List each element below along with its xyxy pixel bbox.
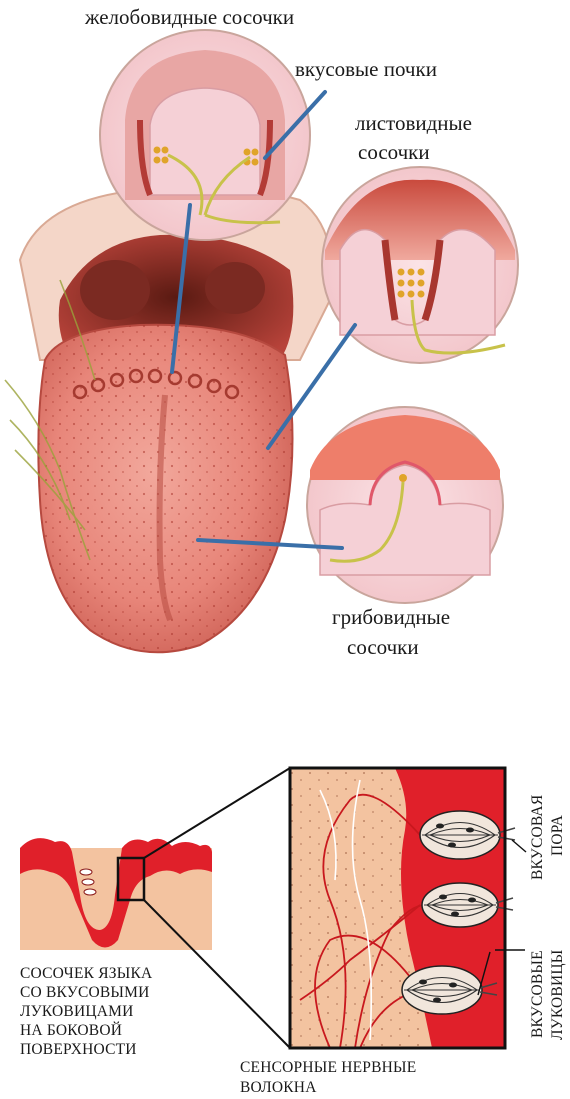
label-taste-pore-line2: ПОРА	[549, 814, 566, 856]
label-nerve-fibers-line2: ВОЛОКНА	[240, 1079, 317, 1096]
papilla-caption: СОСОЧЕК ЯЗЫКА СО ВКУСОВЫМИ ЛУКОВИЦАМИ НА…	[20, 965, 153, 1058]
magnifier-foliate	[322, 167, 518, 363]
enlarged-taste-bud-section	[290, 768, 515, 1048]
zoom-line-top	[144, 768, 290, 858]
caption-line-1: СОСОЧЕК ЯЗЫКА	[20, 965, 153, 982]
magnifier-fungiform	[307, 407, 503, 603]
caption-line-5: ПОВЕРХНОСТИ	[20, 1041, 137, 1058]
label-fungiform-line1: грибовидные	[332, 605, 450, 629]
uvula	[80, 260, 150, 320]
caption-line-4: НА БОКОВОЙ	[20, 1022, 122, 1039]
label-taste-bulbs-line2: ЛУКОВИЦЫ	[549, 949, 566, 1040]
label-nerve-fibers-line1: СЕНСОРНЫЕ НЕРВНЫЕ	[240, 1059, 416, 1076]
magnifier-circumvallate	[100, 30, 310, 240]
label-circumvallate: желобовидные сосочки	[84, 5, 294, 29]
label-foliate-line2: сосочки	[358, 140, 430, 164]
fungiform-taste-bud	[399, 474, 407, 482]
label-taste-pore-line1: ВКУСОВАЯ	[529, 795, 546, 880]
label-fungiform-line2: сосочки	[347, 635, 419, 659]
uvula-right	[205, 262, 265, 314]
label-foliate-line1: листовидные	[355, 111, 472, 135]
tongue-illustration	[5, 187, 332, 653]
circumvallate-papilla	[150, 88, 260, 195]
caption-line-3: ЛУКОВИЦАМИ	[20, 1003, 134, 1020]
foliate-taste-buds	[398, 269, 425, 298]
label-taste-bulbs-line1: ВКУСОВЫЕ	[529, 950, 546, 1038]
label-taste-buds: вкусовые почки	[295, 57, 437, 81]
caption-line-2: СО ВКУСОВЫМИ	[20, 984, 150, 1001]
zoom-line-bottom	[144, 900, 290, 1048]
